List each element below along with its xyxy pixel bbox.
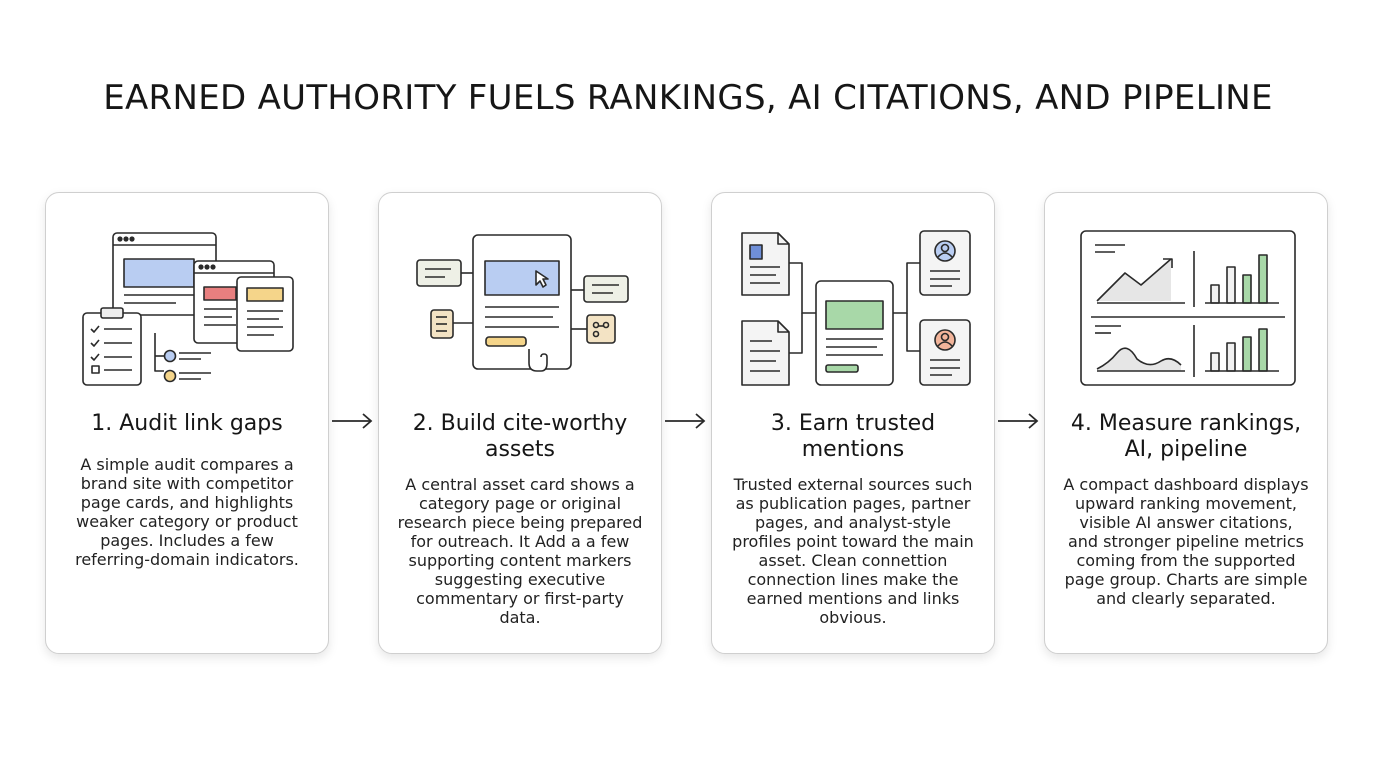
step-description: Trusted external sources such as publica…: [732, 475, 974, 627]
mentions-illustration-icon: [741, 230, 971, 386]
step-title: 1. Audit link gaps: [91, 411, 283, 436]
step-card-measure: 4. Measure rankings, AI, pipeline A comp…: [1044, 192, 1328, 654]
arrow-right-icon: [665, 413, 706, 429]
step-title: 3. Earn trusted mentions: [770, 411, 936, 462]
audit-illustration-icon: [82, 232, 294, 386]
step-title: 2. Build cite-worthy assets: [412, 411, 628, 462]
page-title: EARNED AUTHORITY FUELS RANKINGS, AI CITA…: [103, 78, 1273, 118]
step-card-audit: 1. Audit link gaps A simple audit compar…: [45, 192, 329, 654]
step-card-assets: 2. Build cite-worthy assets A central as…: [378, 192, 662, 654]
step-description: A compact dashboard displays upward rank…: [1063, 475, 1309, 608]
arrow-right-icon: [998, 413, 1039, 429]
step-card-mentions: 3. Earn trusted mentions Trusted externa…: [711, 192, 995, 654]
dashboard-illustration-icon: [1080, 230, 1296, 386]
step-description: A simple audit compares a brand site wit…: [75, 455, 299, 569]
asset-illustration-icon: [416, 234, 629, 372]
step-title: 4. Measure rankings, AI, pipeline: [1070, 411, 1302, 462]
step-description: A central asset card shows a category pa…: [397, 475, 643, 627]
arrow-right-icon: [332, 413, 373, 429]
